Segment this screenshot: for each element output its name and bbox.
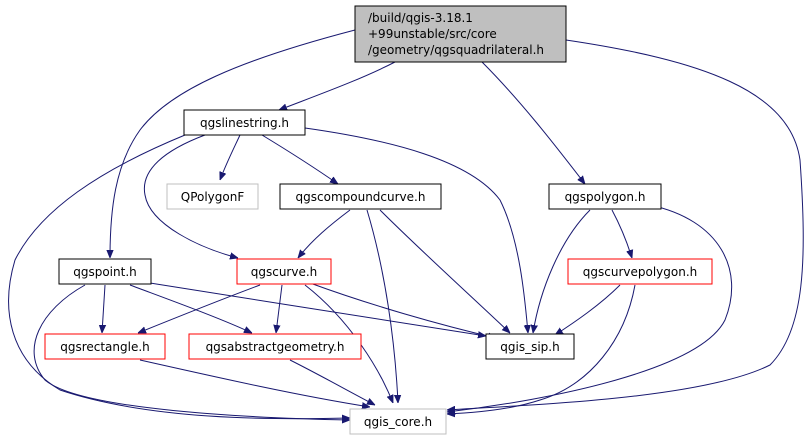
node-qgspolygon[interactable]: qgspolygon.h — [548, 183, 662, 210]
edge-curve-rectangle — [138, 284, 261, 334]
node-label: QPolygonF — [181, 190, 245, 204]
edge-curve-abstractgeometry — [276, 284, 283, 333]
edge-linestring-curve — [143, 134, 238, 258]
root-line-3: /geometry/qgsquadrilateral.h — [368, 43, 544, 57]
root-line-1: /build/qgis-3.18.1 — [368, 11, 473, 25]
node-label: qgscompoundcurve.h — [296, 190, 426, 204]
edge-compoundcurve-curve — [298, 209, 351, 258]
node-qgscompoundcurve[interactable]: qgscompoundcurve.h — [279, 183, 442, 210]
node-label: qgslinestring.h — [200, 116, 289, 130]
edge-compoundcurve-sip — [379, 209, 510, 333]
nodes-layer: /build/qgis-3.18.1 +99unstable/src/core … — [44, 5, 713, 435]
node-label: qgscurve.h — [251, 265, 318, 279]
edge-polygon-curvepolygon — [611, 209, 632, 258]
node-label: qgsrectangle.h — [60, 340, 150, 354]
edge-linestring-compoundcurve — [261, 134, 338, 184]
edge-root-polygon — [481, 61, 585, 184]
node-qgis-sip[interactable]: qgis_sip.h — [485, 333, 575, 360]
node-label: qgis_core.h — [364, 415, 432, 429]
edge-polygon-sip — [533, 209, 591, 333]
edge-point-sip — [149, 282, 486, 336]
edge-point-abstractgeometry — [129, 284, 252, 333]
edge-linestring-sip — [304, 127, 528, 333]
edge-compoundcurve-core — [366, 209, 398, 403]
edge-abstractgeometry-core — [289, 359, 375, 405]
edge-linestring-core — [8, 134, 350, 419]
edge-curvepolygon-sip — [555, 284, 621, 335]
node-qgscurve[interactable]: qgscurve.h — [236, 258, 332, 285]
edge-polygon-core — [447, 204, 733, 412]
edge-root-linestring — [279, 61, 396, 110]
node-label: qgis_sip.h — [500, 340, 559, 354]
root-line-2: +99unstable/src/core — [368, 27, 497, 41]
node-label: qgspoint.h — [73, 265, 137, 279]
edge-root-point — [110, 29, 356, 258]
edge-point-core — [33, 284, 350, 420]
node-qgsabstractgeometry[interactable]: qgsabstractgeometry.h — [188, 333, 362, 360]
node-qgis-core[interactable]: qgis_core.h — [349, 408, 447, 435]
node-label: qgsabstractgeometry.h — [206, 340, 345, 354]
edge-linestring-polygonf — [220, 134, 241, 180]
node-label: qgspolygon.h — [565, 190, 646, 204]
edge-root-core — [447, 39, 804, 410]
node-qgspoint[interactable]: qgspoint.h — [58, 258, 152, 285]
node-qgsrectangle[interactable]: qgsrectangle.h — [44, 333, 166, 360]
edges-layer — [8, 29, 804, 420]
edge-point-rectangle — [102, 284, 105, 333]
node-root-qgsquadrilateral[interactable]: /build/qgis-3.18.1 +99unstable/src/core … — [354, 5, 567, 63]
edge-curvepolygon-core — [447, 284, 636, 414]
edge-curve-sip — [309, 282, 496, 338]
edge-rectangle-core — [139, 359, 370, 407]
node-label: qgscurvepolygon.h — [583, 265, 698, 279]
node-qgscurvepolygon[interactable]: qgscurvepolygon.h — [567, 258, 713, 285]
node-qgslinestring[interactable]: qgslinestring.h — [183, 109, 306, 136]
node-qpolygonf[interactable]: QPolygonF — [166, 183, 259, 210]
